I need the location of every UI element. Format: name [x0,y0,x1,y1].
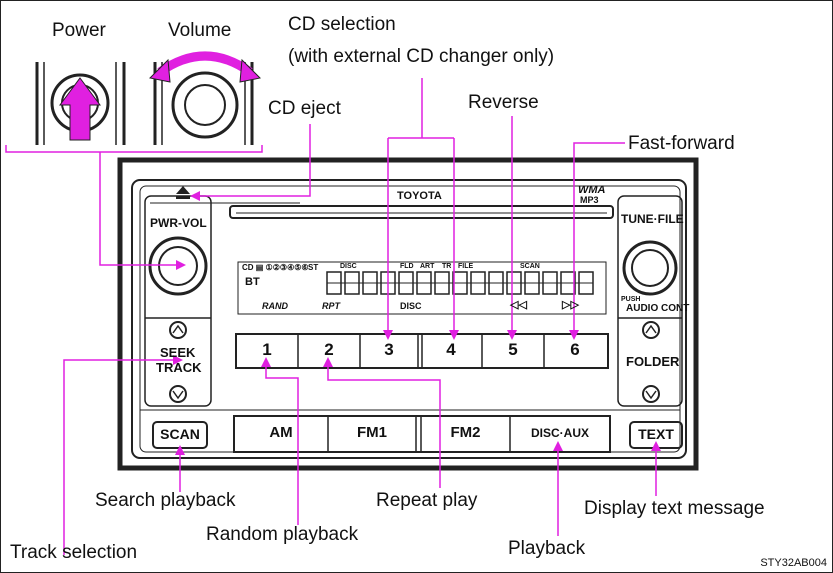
text-button[interactable]: TEXT [638,426,674,442]
fld-indicator: FLD [400,263,414,270]
scan-button[interactable]: SCAN [160,426,200,442]
audio-cont-label: AUDIO CONT [626,303,690,314]
cd-selection-label: CD selection [288,14,396,35]
preset-6-button[interactable]: 6 [570,340,580,359]
am-button[interactable]: AM [269,424,293,441]
playback-label: Playback [508,538,586,559]
cd-indicators: CD ▤ ①②③④⑤⑥ [242,263,309,272]
power-label: Power [52,20,106,41]
repeat-play-label: Repeat play [376,490,478,511]
folder-label: FOLDER [626,354,680,369]
preset-1-button[interactable]: 1 [262,340,272,359]
preset-5-button[interactable]: 5 [508,340,518,359]
disc-aux-button[interactable]: DISC·AUX [530,426,589,440]
rotate-arrow-icon [157,51,253,76]
tune-file-label: TUNE·FILE [621,212,684,226]
scan-indicator: SCAN [520,263,540,270]
forward-symbol-icon: ▷▷ [562,299,579,311]
seek-label: SEEK [160,345,196,360]
eject-icon [176,186,190,194]
volume-label: Volume [168,20,232,41]
display-text-message-label: Display text message [584,498,765,519]
reverse-label: Reverse [468,92,539,113]
track-selection-label: Track selection [10,542,138,563]
radio-unit [117,157,699,471]
disc-symbol: DISC [400,301,422,311]
search-playback-label: Search playback [95,490,236,511]
disc-indicator: DISC [340,263,357,270]
cd-eject-label: CD eject [268,98,341,119]
preset-4-button[interactable]: 4 [446,340,456,359]
figure-code: STY32AB004 [760,557,827,569]
file-indicator: FILE [458,263,474,270]
fm1-button[interactable]: FM1 [357,424,387,441]
push-arrow-icon [59,77,101,141]
preset-3-button[interactable]: 3 [384,340,394,359]
mp3-logo: MP3 [580,195,599,205]
brand-logo: TOYOTA [397,190,442,202]
push-label: PUSH [621,296,641,303]
art-indicator: ART [420,263,435,270]
fast-forward-label: Fast-forward [628,133,735,154]
reverse-symbol-icon: ◁◁ [510,299,527,311]
cd-selection-note: (with external CD changer only) [288,46,555,67]
volume-knob-inset [148,51,262,145]
power-knob-inset [35,62,126,145]
bt-indicator: BT [245,276,260,288]
wma-logo: WMA [578,184,606,196]
leader-lines [63,78,657,555]
random-playback-label: Random playback [206,524,359,545]
preset-2-button[interactable]: 2 [324,340,334,359]
st-indicator: ST [308,263,319,272]
rand-indicator: RAND [262,301,288,311]
pwr-vol-label: PWR-VOL [150,216,207,230]
track-label: TRACK [156,360,202,375]
fm2-button[interactable]: FM2 [450,424,481,441]
tr-indicator: TR [442,263,452,270]
rpt-indicator: RPT [322,301,340,311]
